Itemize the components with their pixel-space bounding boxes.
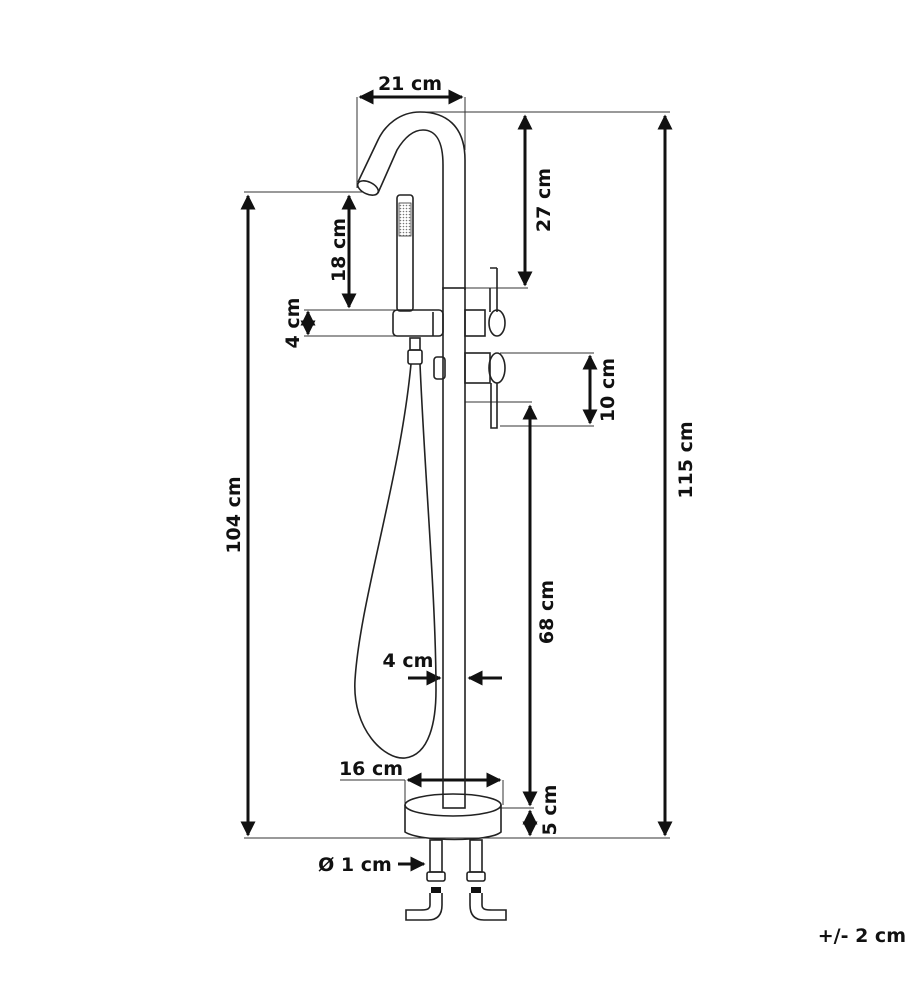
dim-outlet-height: 104 cm <box>223 476 245 553</box>
dim-base-diameter: 16 cm <box>339 758 403 780</box>
dim-holder-height: 4 cm <box>282 298 304 349</box>
dim-column-height: 68 cm <box>536 580 558 644</box>
dim-lever-spacing: 10 cm <box>597 358 619 422</box>
dimension-arrows <box>240 89 673 872</box>
dim-total-height: 115 cm <box>675 421 697 498</box>
dim-spout-to-holder: 18 cm <box>328 218 350 282</box>
faucet-illustration <box>354 111 507 921</box>
extension-lines <box>244 97 670 839</box>
tolerance-note: +/- 2 cm <box>817 925 906 947</box>
dim-spout-reach: 21 cm <box>378 73 442 95</box>
dim-base-height: 5 cm <box>539 785 561 836</box>
dim-column-diameter: 4 cm <box>383 650 434 672</box>
dim-inlet-diameter: Ø 1 cm <box>318 854 392 876</box>
dim-spout-height: 27 cm <box>533 168 555 232</box>
